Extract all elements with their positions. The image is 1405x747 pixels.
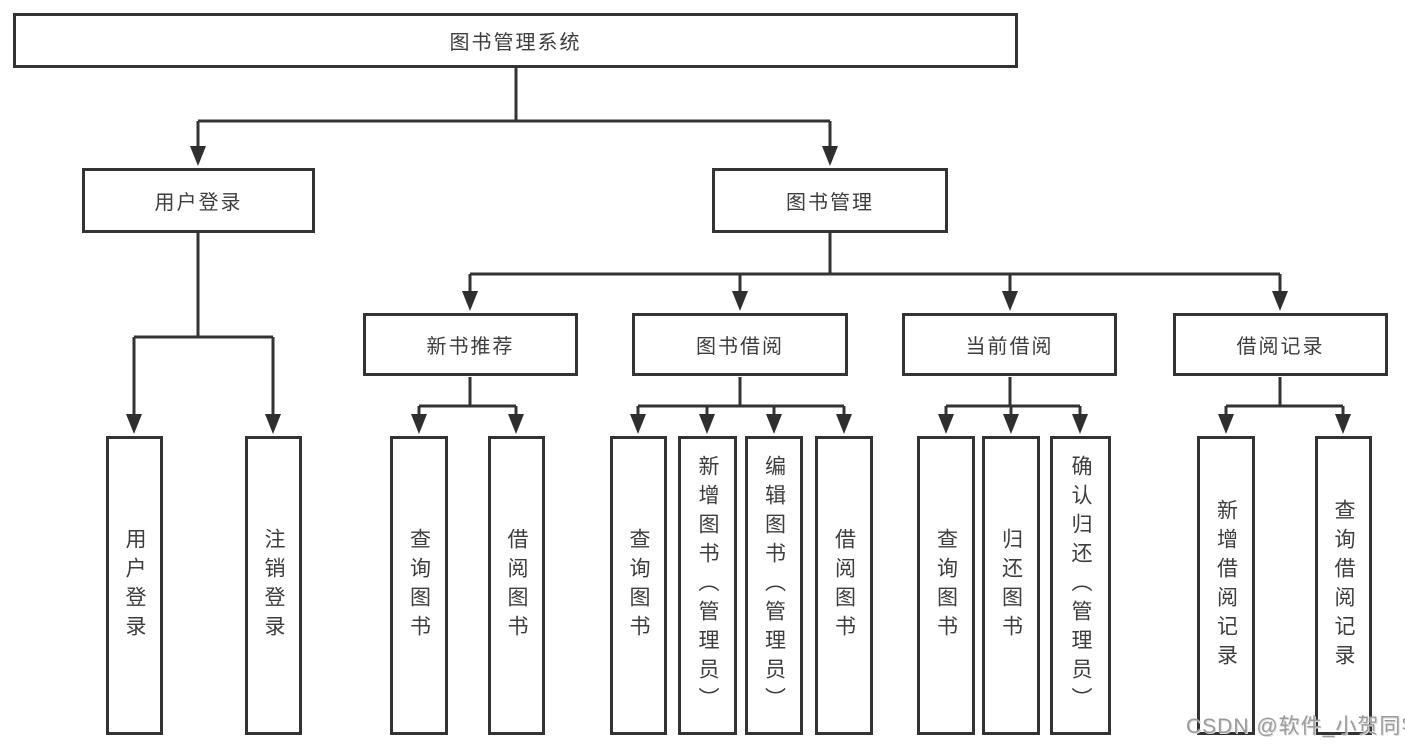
node-book-management: 图书管理 [712,168,948,233]
node-user-login: 用户登录 [82,168,315,233]
leaf-edit-book-admin: 编辑图书（管理员） [745,436,803,735]
leaf-add-book-admin: 新增图书（管理员） [678,436,737,735]
leaf-borrow-books-recommend: 借阅图书 [488,436,545,735]
leaf-confirm-return-admin: 确认归还（管理员） [1050,436,1111,735]
leaf-query-books-recommend: 查询图书 [390,436,448,735]
leaf-return-book: 归还图书 [982,436,1040,735]
node-new-book-recommend: 新书推荐 [363,313,578,376]
csdn-watermark: CSDN @软件_小贺同学 [1186,715,1405,738]
leaf-borrow-books: 借阅图书 [815,436,873,735]
leaf-logout: 注销登录 [245,436,302,735]
leaf-add-borrow-record: 新增借阅记录 [1197,436,1255,735]
node-book-borrow: 图书借阅 [632,313,848,376]
leaf-query-borrow-record: 查询借阅记录 [1315,436,1372,735]
node-current-borrow: 当前借阅 [902,313,1117,376]
leaf-user-login: 用户登录 [106,436,163,735]
leaf-query-books-borrow: 查询图书 [610,436,667,735]
node-library-system: 图书管理系统 [13,13,1018,68]
node-borrow-records: 借阅记录 [1173,313,1388,376]
leaf-query-books-current: 查询图书 [917,436,975,735]
